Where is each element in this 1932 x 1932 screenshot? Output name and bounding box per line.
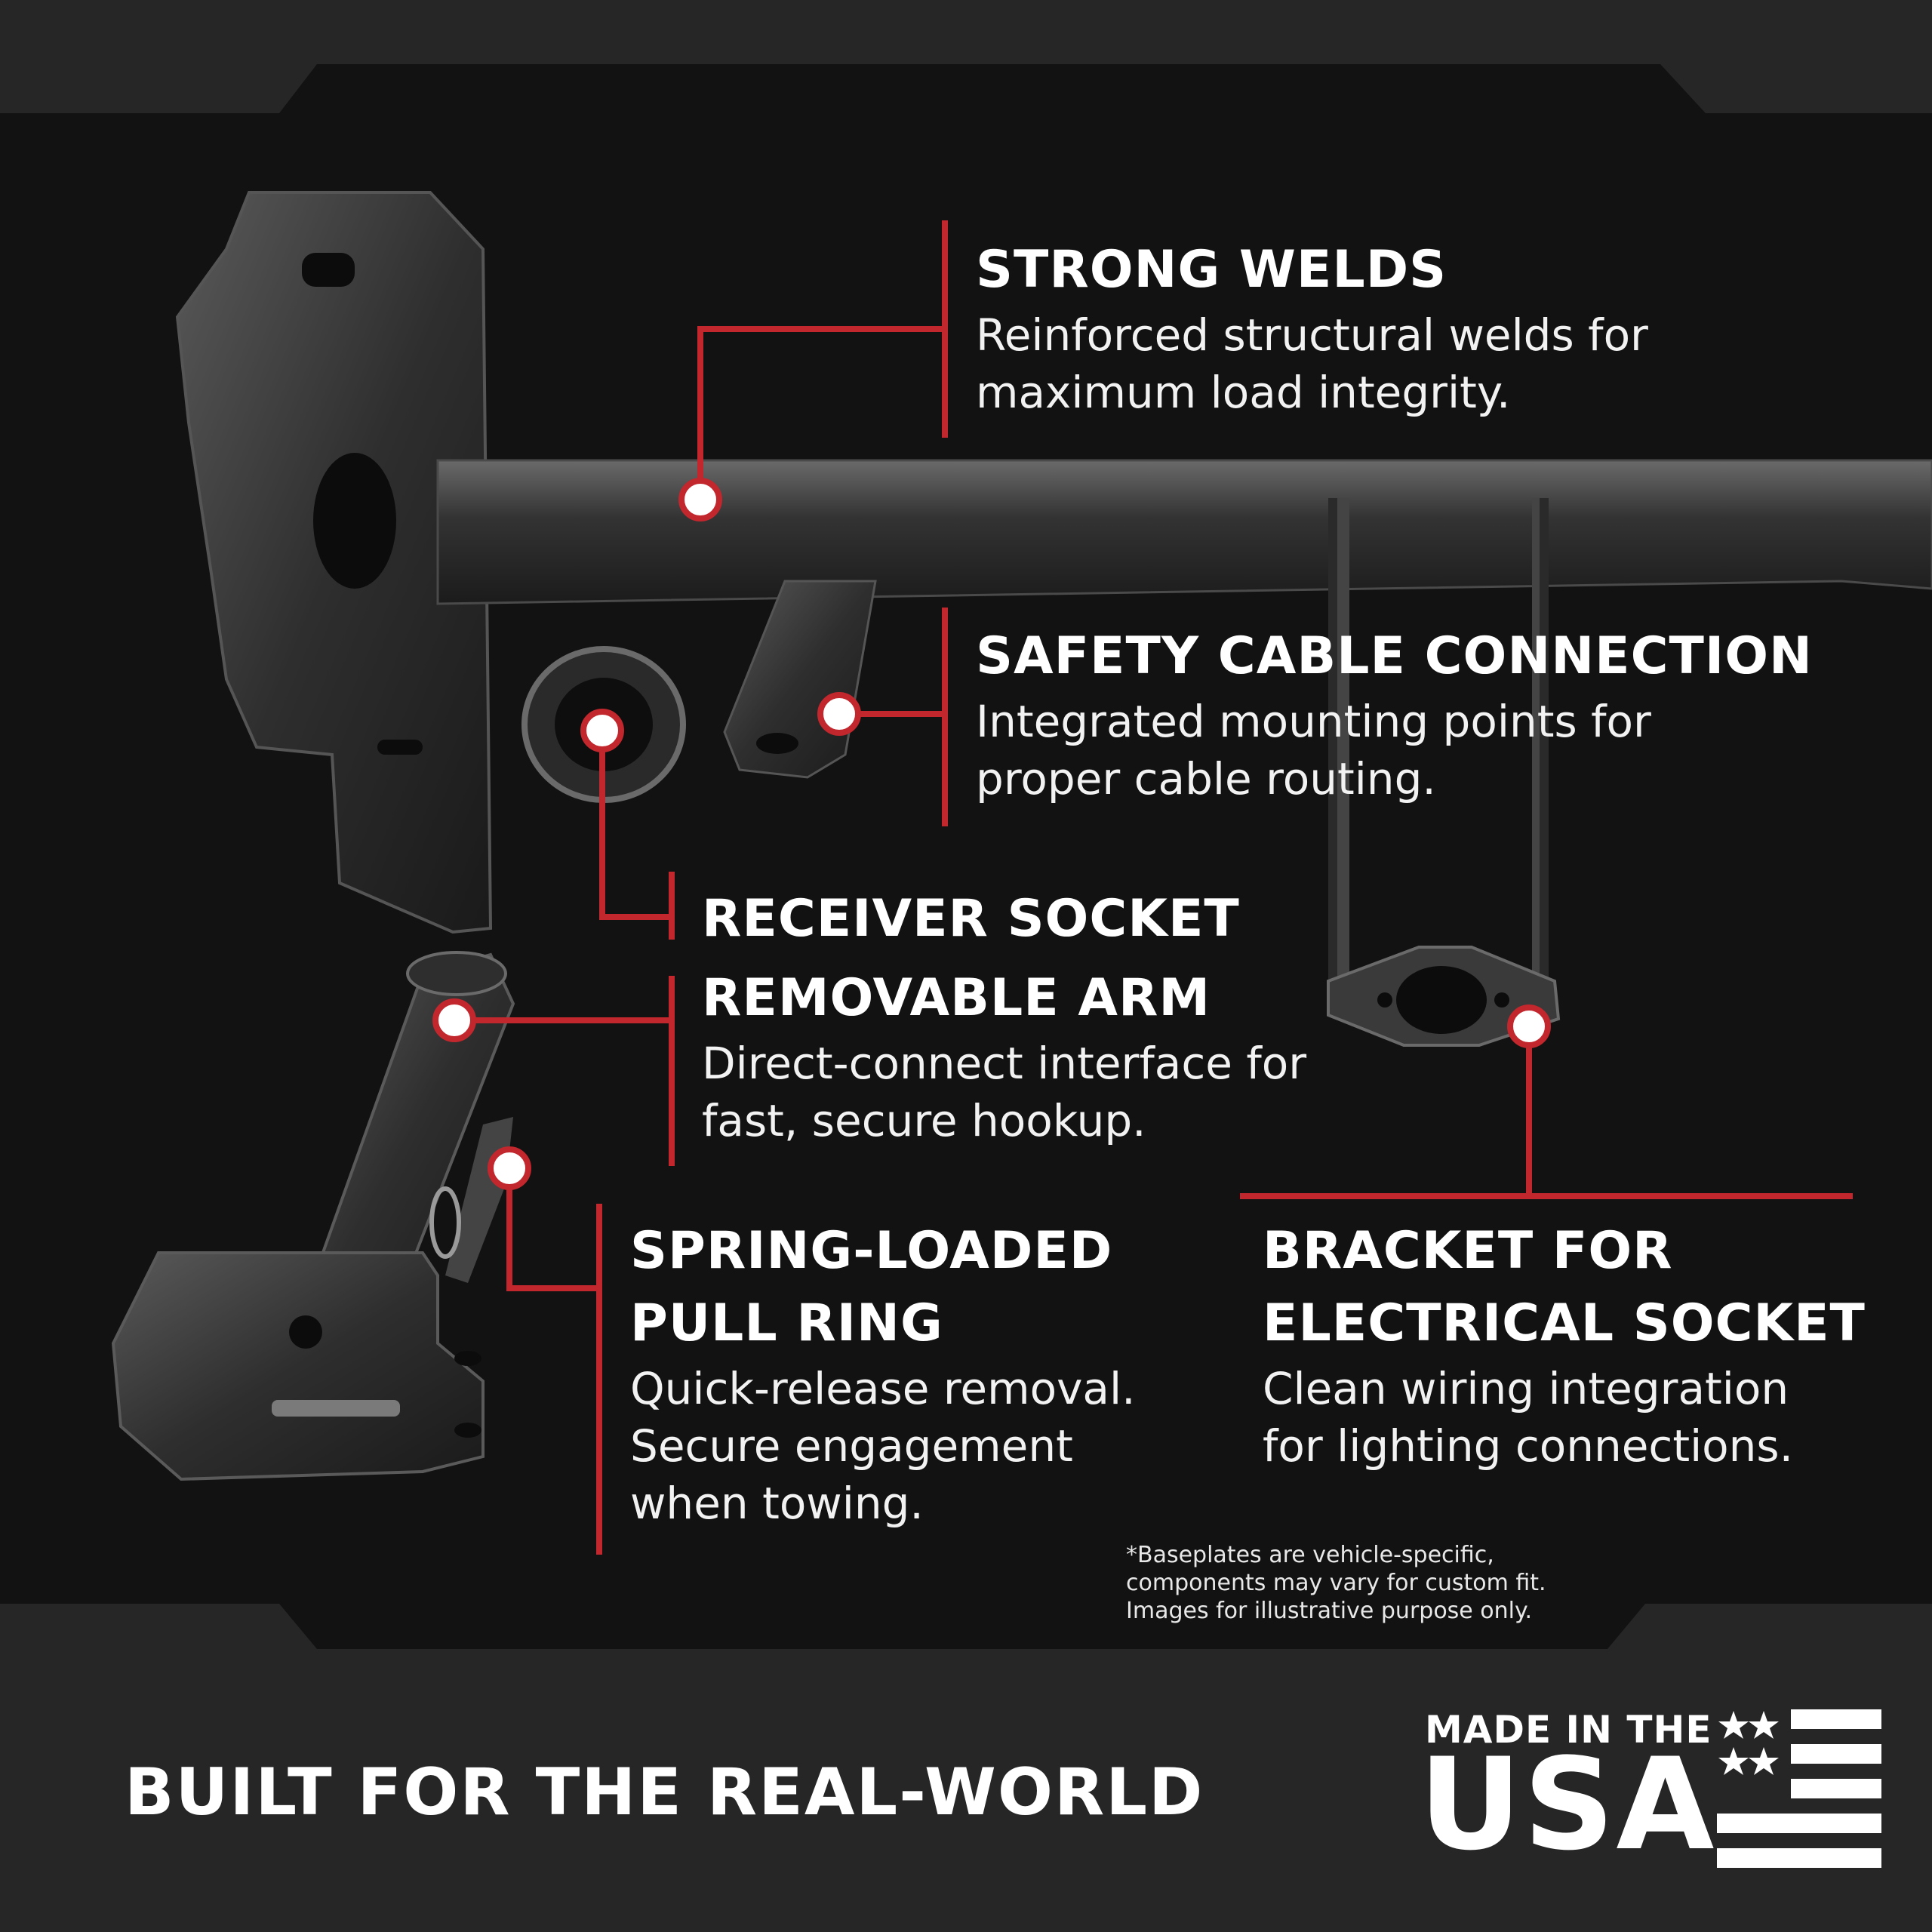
marker-removable-arm [432, 998, 476, 1042]
desc-line: Integrated mounting points for [976, 696, 1651, 747]
marker-safety-cable [817, 692, 861, 736]
title-line: ELECTRICAL SOCKET [1263, 1294, 1866, 1353]
callout-pull-ring: SPRING-LOADED PULL RING Quick-release re… [630, 1215, 1136, 1532]
callout-removable-arm: REMOVABLE ARM Direct-connect interface f… [702, 962, 1306, 1149]
desc-line: proper cable routing. [976, 753, 1436, 804]
disclaimer-line: *Baseplates are vehicle-specific, [1126, 1542, 1494, 1568]
desc-line: Secure engagement [630, 1420, 1073, 1472]
callout-title: REMOVABLE ARM [702, 968, 1211, 1028]
desc-line: for lighting connections. [1263, 1420, 1794, 1472]
desc-line: Reinforced structural welds for [976, 309, 1648, 361]
desc-line: Quick-release removal. [630, 1363, 1136, 1414]
desc-line: Clean wiring integration [1263, 1363, 1789, 1414]
leader-lines [454, 220, 1853, 1555]
disclaimer: *Baseplates are vehicle-specific, compon… [1126, 1541, 1546, 1625]
desc-line: Direct-connect interface for [702, 1038, 1307, 1089]
marker-bracket [1507, 1004, 1551, 1048]
disclaimer-line: components may vary for custom fit. [1126, 1570, 1546, 1596]
callout-bracket: BRACKET FOR ELECTRICAL SOCKET Clean wiri… [1263, 1215, 1866, 1475]
marker-strong-welds [678, 478, 722, 521]
callout-title: SAFETY CABLE CONNECTION [976, 626, 1813, 686]
baseplate-illustration [175, 191, 1932, 1047]
title-line: PULL RING [630, 1294, 943, 1353]
desc-line: when towing. [630, 1478, 924, 1529]
desc-line: fast, secure hookup. [702, 1095, 1146, 1146]
callout-description: Quick-release removal. Secure engagement… [630, 1360, 1136, 1532]
tagline: BUILT FOR THE REAL-WORLD [125, 1755, 1204, 1830]
callout-description: Integrated mounting points for proper ca… [976, 693, 1813, 808]
callout-strong-welds: STRONG WELDS Reinforced structural welds… [976, 234, 1648, 421]
removable-arm-illustration [111, 951, 515, 1481]
callout-markers [432, 478, 1551, 1190]
callout-title: BRACKET FOR ELECTRICAL SOCKET [1263, 1215, 1866, 1360]
callout-title: SPRING-LOADED PULL RING [630, 1215, 1136, 1360]
made-in-usa-badge: MADE IN THE USA [1419, 1702, 1887, 1875]
callout-description: Clean wiring integration for lighting co… [1263, 1360, 1866, 1475]
callout-description: Direct-connect interface for fast, secur… [702, 1035, 1306, 1149]
title-line: BRACKET FOR [1263, 1221, 1673, 1281]
callout-receiver-socket: RECEIVER SOCKET [702, 883, 1240, 955]
badge-top-text: MADE IN THE [1425, 1708, 1712, 1752]
callout-title: RECEIVER SOCKET [702, 889, 1240, 949]
desc-line: maximum load integrity. [976, 367, 1511, 418]
badge-big-text: USA [1419, 1730, 1716, 1878]
flag-icon [1717, 1709, 1881, 1868]
callout-safety-cable: SAFETY CABLE CONNECTION Integrated mount… [976, 620, 1813, 808]
disclaimer-line: Images for illustrative purpose only. [1126, 1598, 1533, 1624]
marker-receiver-socket [580, 709, 624, 752]
title-line: SPRING-LOADED [630, 1221, 1113, 1281]
marker-pull-ring [488, 1146, 531, 1190]
callout-title: STRONG WELDS [976, 240, 1447, 300]
callout-description: Reinforced structural welds for maximum … [976, 306, 1648, 421]
